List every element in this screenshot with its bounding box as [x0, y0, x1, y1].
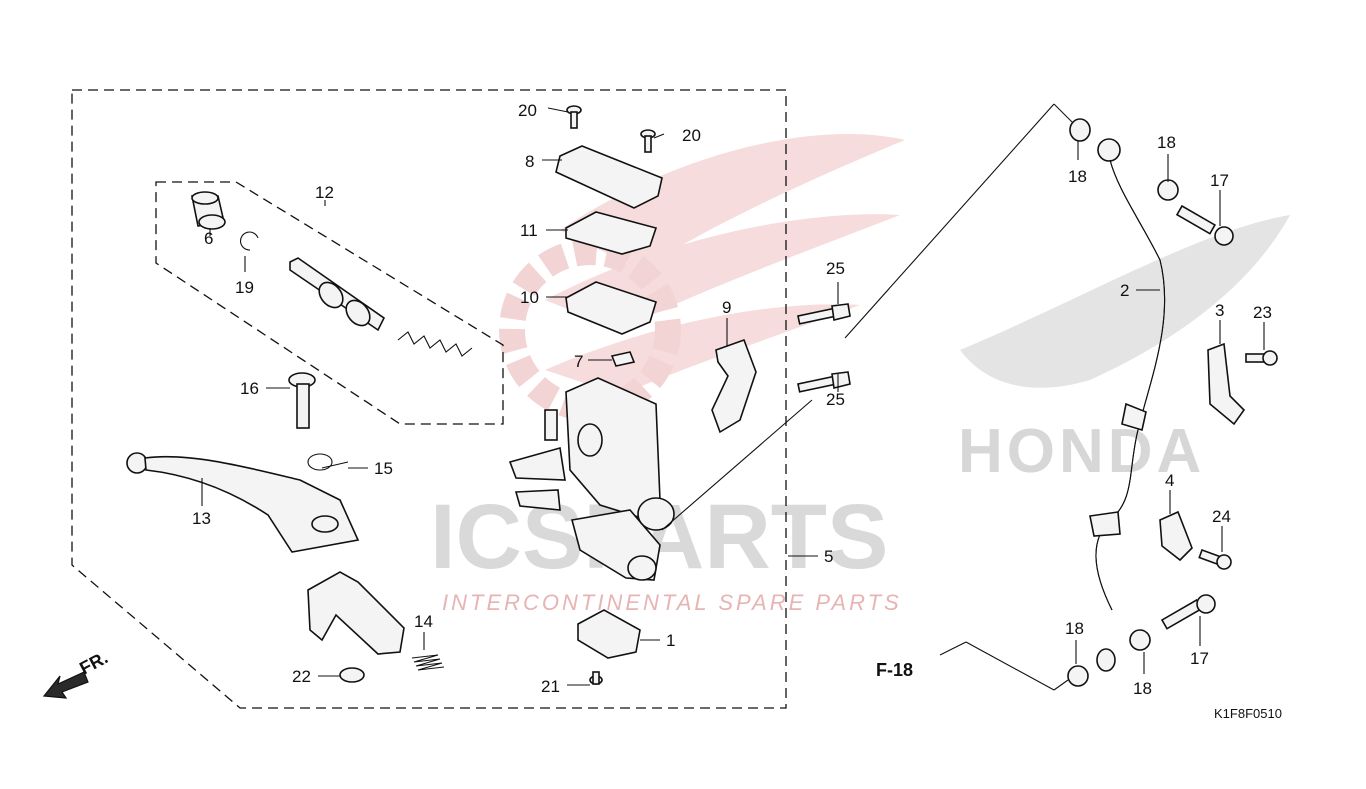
part-clamp-bolt: [1245, 350, 1278, 366]
callout-1: 1: [666, 631, 675, 650]
drawing-code: K1F8F0510: [1214, 706, 1282, 721]
part-brake-hose: [1089, 138, 1166, 672]
part-float: [610, 351, 636, 367]
part-screw-top-right: [640, 129, 656, 153]
part-hose-clamp: [1207, 342, 1246, 426]
callout-20-upper: 20: [518, 101, 537, 120]
callout-19: 19: [235, 278, 254, 297]
callout-25-upper: 25: [826, 259, 845, 278]
callout-8: 8: [525, 152, 534, 171]
callout-23: 23: [1253, 303, 1272, 322]
direction-arrow-icon: [42, 671, 89, 699]
callout-24: 24: [1212, 507, 1231, 526]
part-reservoir-cap: [555, 145, 663, 209]
callout-4: 4: [1165, 471, 1174, 490]
watermark-wing: [545, 304, 860, 395]
watermark-maker: HONDA: [958, 417, 1205, 486]
callout-18-top-left: 18: [1068, 167, 1087, 186]
part-spring-small: [411, 654, 445, 671]
leader-lines: [201, 103, 1265, 691]
part-stop-switch: [577, 609, 641, 659]
part-washer-2: [1157, 179, 1179, 201]
part-switch-screw: [589, 671, 603, 685]
callout-2: 2: [1120, 281, 1129, 300]
part-pivot-bolt: [288, 372, 316, 429]
callout-7: 7: [574, 352, 583, 371]
callout-9: 9: [722, 298, 731, 317]
watermark-layer: HONDA ICSPARTS INTERCONTINENTAL SPARE PA…: [430, 134, 1290, 615]
callout-13: 13: [192, 509, 211, 528]
callout-3: 3: [1215, 301, 1224, 320]
callout-25-lower: 25: [826, 390, 845, 409]
part-banjo-bolt-upper: [1175, 204, 1234, 246]
part-banjo-bolt-lower: [1160, 594, 1216, 630]
part-bolt-upper: [797, 303, 851, 325]
page-reference-link[interactable]: F-18: [876, 660, 913, 680]
part-boot: [191, 191, 226, 230]
part-spring: [397, 331, 473, 357]
part-diaphragm: [565, 281, 657, 335]
assembly-12-outline: [155, 181, 504, 425]
callout-18-bottom-left: 18: [1065, 619, 1084, 638]
part-bolt-lower: [797, 371, 851, 393]
part-holder-clamp: [711, 338, 757, 434]
part-diaphragm-plate: [565, 211, 658, 255]
callout-14: 14: [414, 612, 433, 631]
part-switch-bracket: [307, 571, 405, 655]
callout-22: 22: [292, 667, 311, 686]
part-guide-bolt: [1198, 548, 1232, 570]
callout-18-top-right: 18: [1157, 133, 1176, 152]
part-nut: [339, 667, 365, 683]
callout-12: 12: [315, 183, 334, 202]
callout-17-lower: 17: [1190, 649, 1209, 668]
callout-5: 5: [824, 547, 833, 566]
callout-20-lower: 20: [682, 126, 701, 145]
part-screw-top-left: [566, 105, 582, 129]
callout-18-bottom-right: 18: [1133, 679, 1152, 698]
part-hose-guide: [1159, 510, 1193, 562]
callout-21: 21: [541, 677, 560, 696]
watermark-tagline: INTERCONTINENTAL SPARE PARTS: [442, 590, 902, 615]
part-washer-4: [1129, 629, 1151, 651]
assembly-5-outline: [71, 89, 787, 709]
part-lever-spring: [307, 453, 349, 471]
part-brake-lever: [126, 452, 360, 553]
part-washer-3: [1067, 665, 1089, 687]
part-piston: [289, 257, 386, 332]
part-circlip: [239, 231, 259, 251]
callout-17-upper: 17: [1210, 171, 1229, 190]
part-master-cylinder: [508, 377, 675, 581]
watermark-gear: [499, 239, 681, 421]
callout-15: 15: [374, 459, 393, 478]
part-washer-1: [1069, 118, 1091, 142]
watermark-honda-wing: [960, 215, 1290, 388]
callout-10: 10: [520, 288, 539, 307]
callout-11: 11: [520, 221, 538, 240]
callout-6: 6: [204, 229, 213, 248]
callout-16: 16: [240, 379, 259, 398]
callout-labels: 20 20 8 11 10 7 9 25 25 12 6 19 16 15 13…: [192, 101, 1272, 698]
